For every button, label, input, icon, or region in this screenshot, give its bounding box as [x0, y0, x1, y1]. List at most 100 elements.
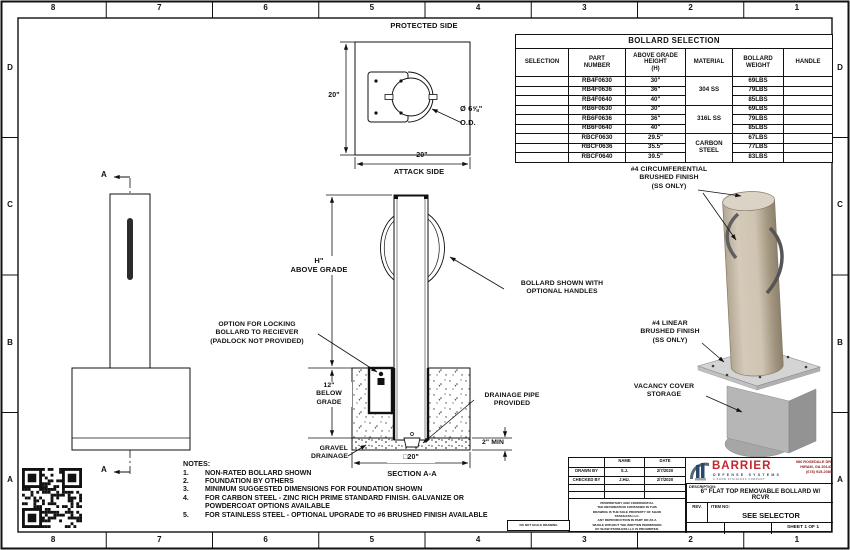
table-cell: [782, 133, 834, 144]
zone-label: 1: [794, 535, 800, 544]
note-text: NON-RATED BOLLARD SHOWN: [205, 469, 312, 477]
table-cell: [782, 152, 834, 163]
note-text: FOUNDATION BY OTHERS: [205, 478, 294, 486]
tb-description-label: DESCRIPTION:: [689, 485, 717, 489]
tb-blank-cell: [645, 492, 686, 499]
tb-logo-area: BARRIER DEFENSE SYSTEMS A SHAW STAINLESS…: [686, 458, 833, 483]
col-header-handle: HANDLE: [782, 48, 834, 77]
table-cell: [515, 85, 569, 96]
section-marker-top: A: [101, 170, 107, 179]
tb-blank-cell: [687, 523, 725, 534]
note-text: MINIMUM SUGGESTED DIMENSIONS FOR FOUNDAT…: [205, 486, 423, 494]
zone-label: D: [837, 62, 843, 72]
table-cell: [515, 76, 569, 87]
elevation-view: [71, 174, 191, 475]
table-cell: 83LBS: [732, 152, 784, 163]
qr-code: [22, 468, 82, 528]
table-cell: RB4F0630: [568, 76, 626, 87]
table-cell: [782, 76, 834, 87]
bollard-selection-table: BOLLARD SELECTION SELECTION PART NUMBER …: [514, 34, 834, 163]
table-cell: 40": [625, 123, 686, 134]
plan-width-dim: 20": [416, 152, 428, 159]
table-cell: RBCF0640: [568, 152, 626, 163]
tb-rev-label: REV.: [687, 503, 708, 523]
note-item: 4.FOR CARBON STEEL - ZINC RICH PRIME STA…: [183, 495, 495, 512]
table-cell: 79LBS: [732, 114, 784, 125]
micro-note: DO NOT SCALE DRAWING: [507, 520, 570, 531]
zone-label: C: [837, 200, 843, 210]
tb-blank-cell: [569, 485, 605, 492]
tb-blank-cell: [725, 523, 772, 534]
render-view: [697, 189, 822, 458]
zone-label: 1: [794, 3, 800, 12]
vacancy-cover-label: VACANCY COVER STORAGE: [633, 383, 695, 399]
table-cell: [782, 104, 834, 115]
tb-sheet-number: SHEET 1 OF 1: [787, 525, 819, 530]
table-cell: 36": [625, 114, 686, 125]
note-item: 3. MINIMUM SUGGESTED DIMENSIONS FOR FOUND…: [183, 486, 495, 494]
zone-label: 3: [582, 535, 587, 544]
material-cell: 316L SS: [685, 104, 733, 134]
col-header-height: ABOVE GRADE HEIGHT (H): [625, 48, 686, 77]
table-cell: 69LBS: [732, 104, 784, 115]
table-cell: [782, 114, 834, 125]
protected-side-label: PROTECTED SIDE: [390, 21, 458, 30]
table-cell: [515, 123, 569, 134]
zone-label: D: [7, 62, 13, 72]
note-number: 1.: [183, 469, 189, 477]
table-cell: [782, 85, 834, 96]
zone-label: 2: [688, 535, 693, 544]
min-depth-label: 2" MIN: [476, 439, 510, 448]
note-item: 5. FOR STAINLESS STEEL - OPTIONAL UPGRADE…: [183, 512, 495, 520]
tb-rev-item-row: REV. ITEM NO: SEE SELECTOR: [686, 502, 833, 523]
table-cell: 30": [625, 104, 686, 115]
tb-blank-cell: [569, 492, 605, 499]
tb-checked-label: CHECKED BY: [569, 476, 605, 485]
table-cell: 79LBS: [732, 85, 784, 96]
table-cell: [515, 114, 569, 125]
company-tagline: A SHAW STAINLESS COMPANY: [713, 477, 766, 481]
tb-item-label: ITEM NO:: [711, 504, 730, 509]
table-cell: RB4F0640: [568, 95, 626, 106]
zone-label: A: [837, 475, 843, 485]
table-cell: [782, 123, 834, 134]
note-number: 4.: [183, 494, 189, 502]
tb-blank-cell: [569, 458, 605, 468]
table-cell: [782, 95, 834, 106]
zone-label: 3: [582, 3, 587, 12]
plan-height-dim: 20": [324, 92, 344, 101]
locking-option-label: OPTION FOR LOCKING BOLLARD TO RECIEVER (…: [210, 321, 304, 345]
tb-drawn-date: 2/7/2020: [645, 468, 686, 477]
table-cell: 35.5": [625, 142, 686, 153]
table-cell: 77LBS: [732, 142, 784, 153]
company-logo-icon: [690, 462, 709, 481]
note-number: 5.: [183, 511, 189, 519]
note-item: 2.FOUNDATION BY OTHERS: [183, 478, 495, 486]
table-cell: 40": [625, 95, 686, 106]
note-text: FOR STAINLESS STEEL - OPTIONAL UPGRADE T…: [205, 511, 488, 519]
zone-label: 4: [475, 535, 481, 544]
table-cell: [515, 104, 569, 115]
col-header-weight: BOLLARD WEIGHT: [732, 48, 784, 77]
tb-description-area: DESCRIPTION: 6" FLAT TOP REMOVABLE BOLLA…: [686, 483, 833, 502]
tb-checked-date: 2/7/2020: [645, 476, 686, 485]
table-cell: RB6F0630: [568, 104, 626, 115]
od-dimension-label: Ø 6⅝" O.D.: [460, 104, 483, 128]
tb-blank-cell: [605, 492, 645, 499]
company-address: 986 ROSEDALE DR. HIRAM, GA 30141 (678) 9…: [795, 460, 832, 475]
tb-description-value: 6" FLAT TOP REMOVABLE BOLLARD W/ RCVR: [700, 487, 821, 502]
below-grade-label: 12" BELOW GRADE: [306, 382, 352, 408]
note-number: 3.: [183, 486, 189, 494]
foundation-width-dim: □20": [387, 454, 435, 463]
